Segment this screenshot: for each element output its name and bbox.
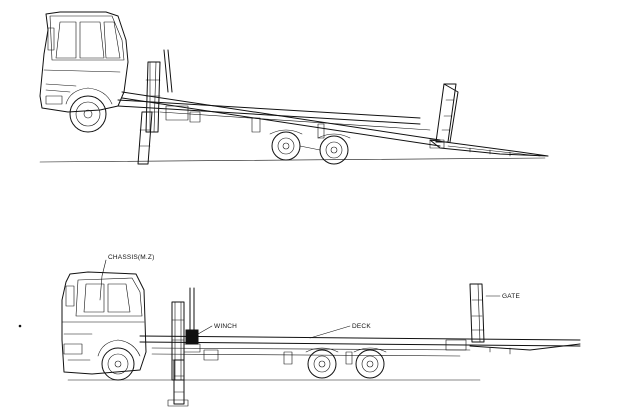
flat-deck-truck: CHASSIS(M.Z) WINCH DECK GATE: [61, 254, 581, 407]
front-wheel-bottom: [97, 339, 141, 381]
leader-lines: [99, 259, 501, 339]
stabilizer-post-bottom: [167, 287, 195, 407]
gate-top: [429, 83, 459, 149]
gate-label: GATE: [502, 293, 520, 300]
speck: [18, 324, 22, 328]
cab-bottom: [61, 271, 147, 375]
chassis-top: [117, 99, 431, 139]
deck-label: DECK: [352, 323, 371, 330]
winch-unit: [183, 329, 201, 353]
winch-label: WINCH: [214, 323, 237, 330]
gate-bottom: [469, 283, 581, 355]
ground-line-top: [39, 157, 546, 163]
cab-top: [39, 11, 129, 113]
front-wheel-top: [65, 87, 113, 133]
rear-wheels-bottom: [305, 347, 387, 379]
chassis-label: CHASSIS(M.Z): [108, 254, 154, 261]
stabilizer-post-top: [137, 49, 173, 165]
rear-wheels-top: [269, 129, 351, 165]
tilted-deck-truck: [39, 11, 549, 165]
deck-bottom: [139, 335, 581, 365]
deck-top: [121, 91, 549, 157]
